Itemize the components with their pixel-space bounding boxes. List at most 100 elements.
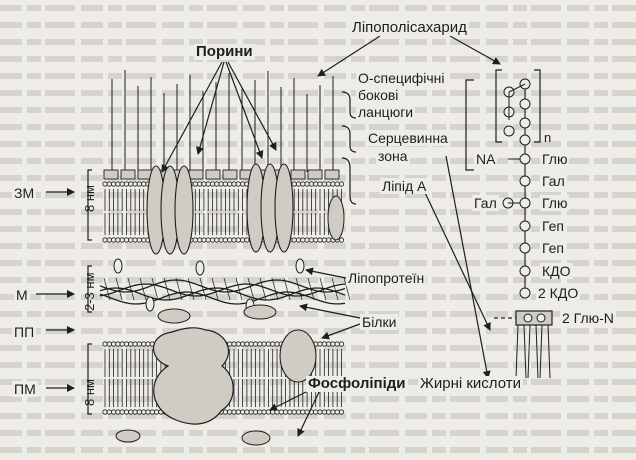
lipid-head bbox=[330, 181, 336, 187]
lipid-head bbox=[235, 181, 241, 187]
lipid-head bbox=[115, 237, 121, 243]
lipid-head bbox=[317, 237, 323, 243]
cytoplasmic-protein bbox=[241, 430, 271, 446]
lipid-head bbox=[338, 181, 345, 187]
lipid-head bbox=[338, 341, 345, 347]
lipid-head bbox=[325, 409, 332, 415]
lipid-head bbox=[141, 237, 147, 243]
lps-head-block bbox=[188, 169, 204, 180]
lipid-head bbox=[141, 409, 147, 415]
cross-link bbox=[343, 277, 351, 301]
lipid-head bbox=[240, 341, 246, 347]
lipid-head bbox=[321, 409, 327, 415]
lipid-head bbox=[321, 237, 327, 243]
lipid-head bbox=[222, 181, 228, 187]
murein-layer bbox=[99, 258, 351, 324]
dim-bracket-inner bbox=[87, 343, 92, 415]
glucosamine-ring bbox=[536, 313, 546, 323]
lipid-head bbox=[313, 181, 319, 187]
lipid-head bbox=[218, 237, 224, 243]
lps-head-block bbox=[103, 169, 119, 180]
chain-item-0: Глю bbox=[540, 151, 570, 167]
lipid-head bbox=[295, 181, 302, 187]
region-bracket bbox=[465, 79, 474, 171]
cross-link bbox=[295, 277, 303, 301]
lipid-head bbox=[111, 409, 117, 415]
layer-pm: ПМ bbox=[12, 381, 38, 397]
cross-link bbox=[139, 277, 147, 301]
lipid-head bbox=[274, 341, 280, 347]
lipid-head bbox=[128, 409, 134, 415]
outer-membrane bbox=[102, 163, 345, 255]
porin-protein bbox=[174, 165, 194, 255]
peptidoglycan-strand bbox=[99, 279, 346, 293]
lipid-head bbox=[102, 181, 108, 187]
lipid-head bbox=[201, 237, 207, 243]
lipid-head bbox=[106, 409, 112, 415]
lipid-head bbox=[136, 181, 142, 187]
core-sugar bbox=[519, 197, 531, 209]
lipid-head bbox=[308, 237, 314, 243]
lipid-head bbox=[115, 341, 121, 347]
lipid-head bbox=[244, 341, 250, 347]
lipid-head bbox=[291, 237, 297, 243]
label-fatty-acids: Жирні кислоти bbox=[418, 375, 523, 392]
lipid-head bbox=[197, 237, 203, 243]
core-bracket bbox=[341, 125, 357, 153]
cross-link bbox=[199, 277, 207, 301]
lipid-head bbox=[265, 341, 271, 347]
cross-link bbox=[223, 277, 231, 301]
dim-outer-membrane: 8 нм bbox=[82, 185, 97, 212]
glucosamine-ring bbox=[523, 313, 533, 323]
label-o-specific-3: ланцюги bbox=[356, 104, 416, 120]
lipid-head bbox=[132, 237, 138, 243]
lps-head-block bbox=[205, 169, 221, 180]
lps-head-block bbox=[222, 169, 238, 180]
lipid-head bbox=[209, 237, 216, 243]
lipoprotein-molecule bbox=[295, 258, 305, 274]
lipid-head bbox=[154, 409, 160, 415]
lps-head-block bbox=[290, 169, 306, 180]
lipid-head bbox=[291, 181, 297, 187]
cross-link bbox=[187, 277, 195, 301]
label-core-zone-2: зона bbox=[376, 148, 410, 164]
membrane-protein bbox=[279, 329, 317, 383]
label-porins: Порини bbox=[194, 43, 255, 60]
lps-head-block bbox=[307, 169, 323, 180]
lipid-head bbox=[244, 237, 250, 243]
lipid-head bbox=[115, 409, 121, 415]
chain-na: NA bbox=[474, 151, 498, 167]
label-lipoprotein: Ліпопротеїн bbox=[346, 270, 427, 286]
lipid-head bbox=[270, 409, 276, 415]
lipid-head bbox=[141, 341, 147, 347]
layer-m: М bbox=[14, 287, 30, 303]
lipid-head bbox=[231, 409, 237, 415]
fatty-acid-tail bbox=[547, 324, 551, 379]
lipid-head bbox=[240, 181, 246, 187]
o-unit-sugar bbox=[519, 117, 531, 129]
dim-inner-membrane: 8 нм bbox=[82, 379, 97, 406]
label-lipopolysaccharide: Ліпополісахарид bbox=[350, 19, 469, 36]
label-core-zone-1: Серцевинна bbox=[366, 130, 450, 146]
lipid-head bbox=[136, 409, 142, 415]
label-pointers bbox=[36, 35, 501, 437]
lipid-head bbox=[111, 181, 117, 187]
lipid-head bbox=[111, 341, 117, 347]
porin-protein bbox=[274, 163, 294, 253]
layer-zm: ЗМ bbox=[12, 185, 37, 201]
lipid-a-chain-pointer bbox=[419, 181, 491, 331]
chain-item-6: 2 КДО bbox=[536, 285, 581, 301]
lipid-head bbox=[252, 341, 259, 347]
lipid-head bbox=[334, 341, 340, 347]
lipid-head bbox=[106, 181, 112, 187]
cross-link bbox=[151, 277, 159, 301]
cross-link bbox=[283, 277, 291, 301]
lipid-head bbox=[132, 181, 138, 187]
chain-item-1: Гал bbox=[540, 173, 567, 189]
periplasmic-protein bbox=[243, 304, 277, 320]
cross-link bbox=[247, 277, 255, 301]
lipid-head bbox=[128, 181, 134, 187]
o-chain-bracket bbox=[341, 91, 357, 119]
lipid-head bbox=[102, 409, 108, 415]
repeat-bracket-left bbox=[495, 69, 502, 143]
